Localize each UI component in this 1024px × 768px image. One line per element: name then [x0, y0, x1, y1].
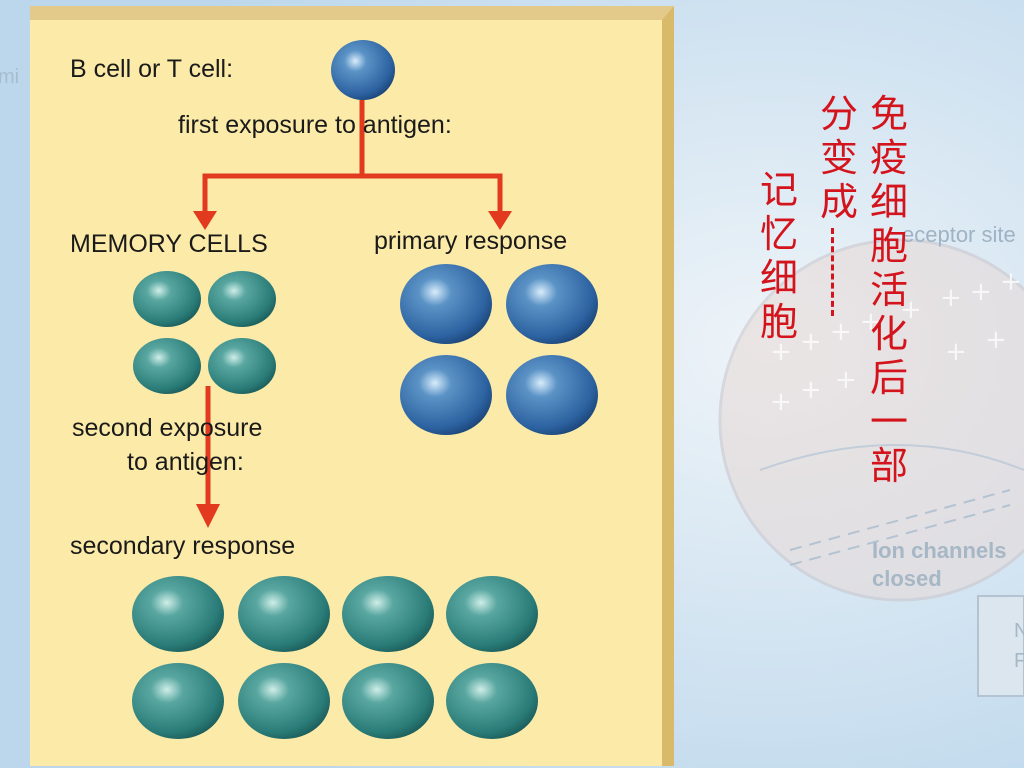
diagram-graphics: [132, 40, 598, 739]
svg-text:+: +: [860, 307, 882, 337]
secondary-response-cell: [238, 663, 330, 739]
arrowhead-secondary: [196, 504, 220, 528]
b-or-t-cell: [331, 40, 395, 100]
background-cell-circle: [718, 238, 1024, 602]
second-exposure-label-line1: second exposure: [72, 414, 263, 442]
secondary-response-cell: [342, 663, 434, 739]
background-label-mi: mi: [0, 66, 20, 88]
svg-text:+: +: [830, 317, 852, 347]
svg-text:+: +: [940, 283, 962, 313]
annotation-column-1: 免疫细胞活化后一部: [869, 92, 908, 488]
memory-cells-label: MEMORY CELLS: [70, 230, 268, 258]
secondary-response-cell: [132, 663, 224, 739]
annotation-column-2: 分变成: [819, 92, 858, 224]
secondary-response-cell: [132, 576, 224, 652]
arrowhead-primary: [488, 211, 512, 230]
arrow-branch: [202, 173, 503, 216]
background-label-ion-channels: Ion channels: [872, 538, 1007, 563]
svg-text:+: +: [985, 325, 1007, 355]
memory-cell: [133, 271, 201, 327]
first-exposure-label: first exposure to antigen:: [178, 111, 452, 139]
svg-text:+: +: [945, 337, 967, 367]
svg-text:+: +: [770, 337, 792, 367]
b-or-t-cell-label: B cell or T cell:: [70, 55, 234, 83]
secondary-response-cell: [238, 576, 330, 652]
svg-text:+: +: [970, 277, 992, 307]
primary-response-cell: [400, 355, 492, 435]
arrowhead-memory: [193, 211, 217, 230]
svg-text:+: +: [800, 375, 822, 405]
background-label-receptor-site: eceptor site: [902, 222, 1016, 247]
primary-response-label: primary response: [374, 227, 568, 255]
background-label-closed: closed: [872, 566, 942, 591]
svg-text:+: +: [835, 365, 857, 395]
secondary-response-cell: [342, 576, 434, 652]
svg-text:+: +: [800, 327, 822, 357]
svg-text:+: +: [900, 295, 922, 325]
secondary-response-cell: [446, 576, 538, 652]
memory-cell: [133, 338, 201, 394]
secondary-response-cell: [446, 663, 538, 739]
annotation-column-3: 记忆细胞: [759, 168, 798, 344]
primary-response-cell: [506, 355, 598, 435]
secondary-response-label: secondary response: [70, 532, 296, 560]
annotation-dashes: [831, 228, 834, 316]
primary-response-cell: [506, 264, 598, 344]
memory-cell: [208, 338, 276, 394]
primary-response-cell: [400, 264, 492, 344]
second-exposure-label-line2: to antigen:: [127, 448, 244, 476]
background-label-n: N: [1014, 620, 1024, 642]
svg-text:+: +: [770, 387, 792, 417]
memory-cell: [208, 271, 276, 327]
svg-text:+: +: [1000, 267, 1022, 297]
background-label-f: F: [1014, 650, 1024, 672]
